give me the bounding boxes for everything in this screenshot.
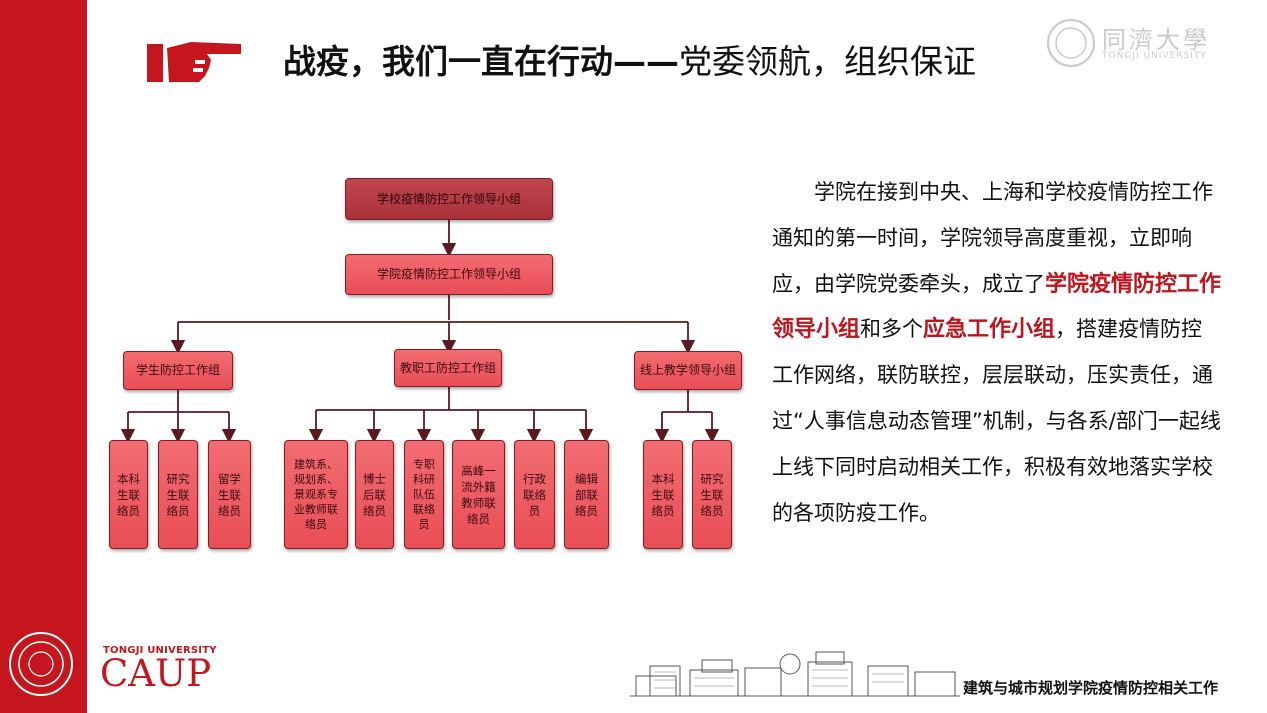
slide-title: 战疫，我们一直在行动——党委领航，组织保证 <box>283 40 976 84</box>
seal-icon <box>1047 19 1095 67</box>
para-text-3: ，搭建疫情防控工作网络，联防联控，层层联动，压实责任，通过“人事信息动态管理”机… <box>772 317 1221 525</box>
title-light: 党委领航，组织保证 <box>679 42 976 81</box>
org-member: 研究 生联 络员 <box>692 440 732 549</box>
watermark-name: 同濟大學 <box>1102 26 1210 54</box>
org-node-root: 学校疫情防控工作领导小组 <box>345 178 553 220</box>
building-sketch-illustration <box>630 651 960 697</box>
org-member: 博士 后联 络员 <box>355 440 394 549</box>
org-group-students: 学生防控工作组 <box>123 351 233 390</box>
left-red-sidebar <box>0 0 87 713</box>
caup-logo-text: CAUP <box>100 652 212 695</box>
org-node-level2: 学院疫情防控工作领导小组 <box>345 254 553 295</box>
tongji-seal-icon <box>9 632 73 696</box>
org-member: 本科 生联 络员 <box>643 440 683 549</box>
watermark-sub: TONGJI UNIVERSITY <box>1102 51 1207 61</box>
pointing-hand-icon <box>147 42 241 82</box>
org-group-staff: 教职工防控工作组 <box>394 349 502 387</box>
org-member: 留学 生联 络员 <box>208 440 251 549</box>
org-group-online-teaching: 线上教学领导小组 <box>634 351 742 390</box>
footer-caption: 建筑与城市规划学院疫情防控相关工作 <box>963 679 1219 697</box>
para-highlight-1: 学院疫情防控工作领导小组 <box>772 271 1222 343</box>
org-member: 建筑系、 规划系、 景观系专 业教师联 络员 <box>284 440 348 549</box>
org-member: 行政 联络 员 <box>514 440 555 549</box>
para-highlight-2: 应急工作小组 <box>923 317 1056 343</box>
org-member: 研究 生联 络员 <box>158 440 198 549</box>
org-member: 本科 生联 络员 <box>109 440 148 549</box>
university-watermark: 同濟大學 TONGJI UNIVERSITY <box>1046 18 1226 68</box>
org-member: 编辑 部联 络员 <box>564 440 609 549</box>
para-text-1: 学院在接到中央、上海和学校疫情防控工作通知的第一时间，学院领导高度重视，立即响应… <box>772 180 1213 296</box>
org-member: 专职 科研 队伍 联络 员 <box>404 440 444 549</box>
title-bold: 战疫，我们一直在行动—— <box>283 42 679 81</box>
org-chart-connectors <box>120 219 720 444</box>
description-paragraph: 学院在接到中央、上海和学校疫情防控工作通知的第一时间，学院领导高度重视，立即响应… <box>772 170 1222 536</box>
org-member: 高峰一 流外籍 教师联 络员 <box>452 440 505 549</box>
tongji-university-label: TONGJI UNIVERSITY <box>103 645 217 656</box>
para-text-2: 和多个 <box>860 317 924 342</box>
